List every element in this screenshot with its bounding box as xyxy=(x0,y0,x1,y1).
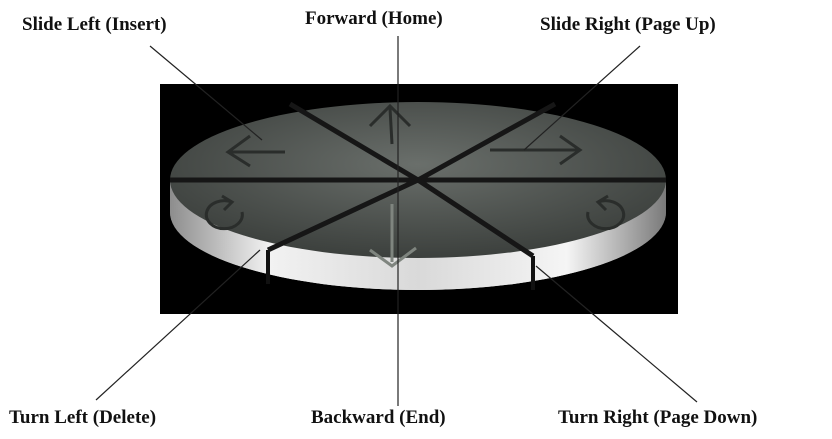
leader-slide-right xyxy=(524,46,640,150)
leader-turn-right xyxy=(536,266,697,402)
label-backward: Backward (End) xyxy=(311,407,446,429)
label-turn-right: Turn Right (Page Down) xyxy=(558,407,757,429)
label-turn-left: Turn Left (Delete) xyxy=(9,407,156,429)
label-slide-left: Slide Left (Insert) xyxy=(22,14,167,36)
label-slide-right: Slide Right (Page Up) xyxy=(540,14,716,36)
label-forward: Forward (Home) xyxy=(305,8,443,30)
leader-turn-left xyxy=(96,250,260,400)
leader-slide-left xyxy=(150,46,262,140)
